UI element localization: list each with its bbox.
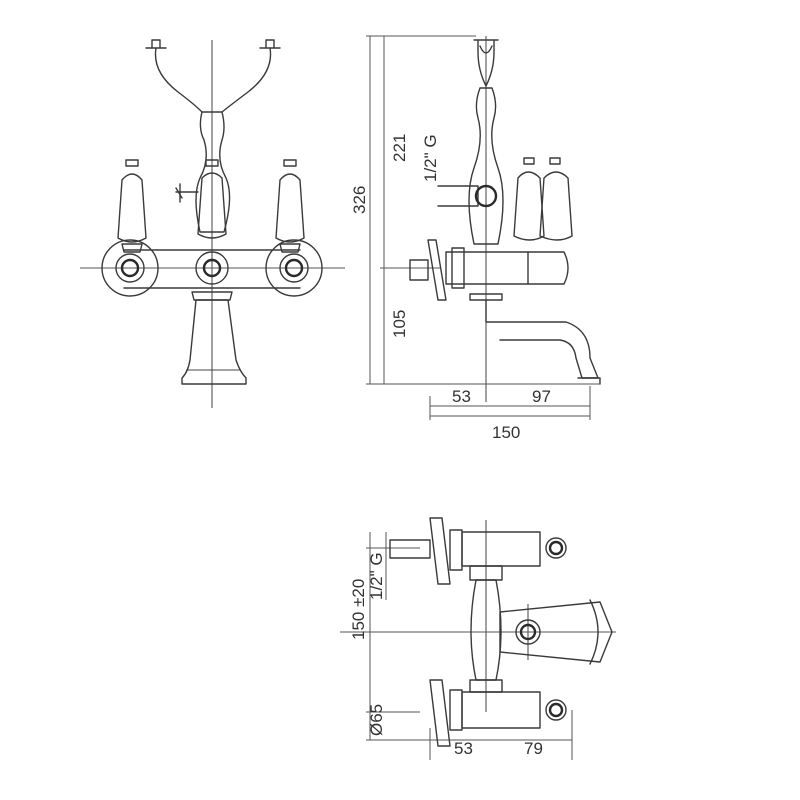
top-depth-left-label: 53	[454, 739, 473, 758]
front-view	[80, 39, 345, 408]
side-depth-right-label: 97	[532, 387, 551, 406]
side-depth-left-label: 53	[452, 387, 471, 406]
dimension-labels: 326 221 105 1/2" G 53 97 150 150 ±20 1/2…	[349, 134, 551, 758]
side-thread-label: 1/2" G	[421, 134, 440, 182]
top-diameter-label: Ø65	[367, 704, 386, 736]
side-height-upper-label: 221	[390, 134, 409, 162]
top-depth-right-label: 79	[524, 739, 543, 758]
top-thread-label: 1/2" G	[367, 552, 386, 600]
side-view	[366, 35, 601, 420]
top-view	[340, 517, 616, 760]
top-centers-label: 150 ±20	[349, 579, 368, 640]
side-depth-total-label: 150	[492, 423, 520, 442]
side-height-total-label: 326	[350, 186, 369, 214]
side-height-lower-label: 105	[390, 310, 409, 338]
